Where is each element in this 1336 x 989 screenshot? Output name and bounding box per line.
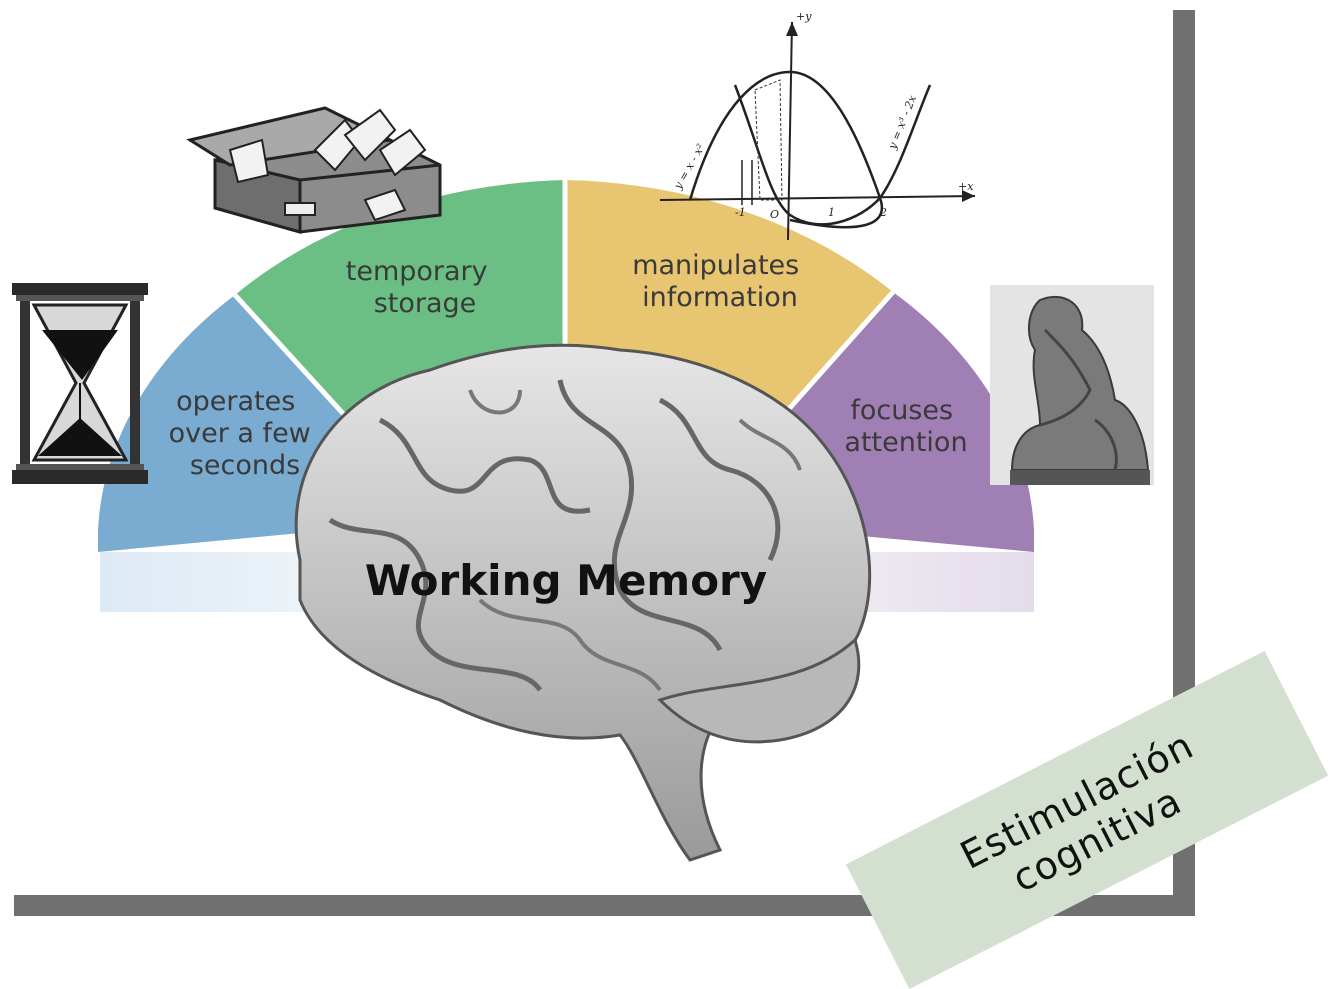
segment-seconds-line: over a few	[169, 418, 311, 449]
segment-attention-line: attention	[844, 427, 967, 458]
graph-x-axis-label: +x	[958, 180, 974, 193]
slide-canvas: operates over a few seconds temporary st…	[12, 10, 1329, 989]
segment-attention-label: focuses attention	[844, 395, 967, 458]
segment-manipulates-line: information	[642, 282, 798, 313]
segment-seconds-label: operates over a few seconds	[169, 386, 320, 481]
segment-seconds-line: seconds	[190, 450, 300, 481]
thinker-statue-icon	[990, 285, 1154, 485]
graph-tick: 1	[828, 206, 835, 219]
working-memory-diagram: operates over a few seconds temporary st…	[12, 10, 1154, 862]
segment-manipulates-line: manipulates	[632, 250, 799, 281]
segment-storage-label: temporary storage	[346, 256, 496, 319]
graph-tick: -1	[735, 206, 746, 219]
graph-y-axis-label: +y	[796, 10, 812, 23]
segment-attention-line: focuses	[850, 395, 953, 426]
segment-seconds-line: operates	[176, 386, 295, 417]
segment-storage-line: storage	[374, 288, 477, 319]
file-box-icon	[186, 106, 442, 234]
graph-tick: O	[770, 208, 779, 221]
segment-storage-line: temporary	[346, 256, 488, 287]
graph-tick: 2	[879, 206, 887, 219]
segment-manipulates-label: manipulates information	[632, 250, 808, 313]
diagram-title: Working Memory	[365, 556, 767, 605]
hourglass-icon	[12, 283, 148, 484]
brain-icon	[294, 343, 872, 862]
